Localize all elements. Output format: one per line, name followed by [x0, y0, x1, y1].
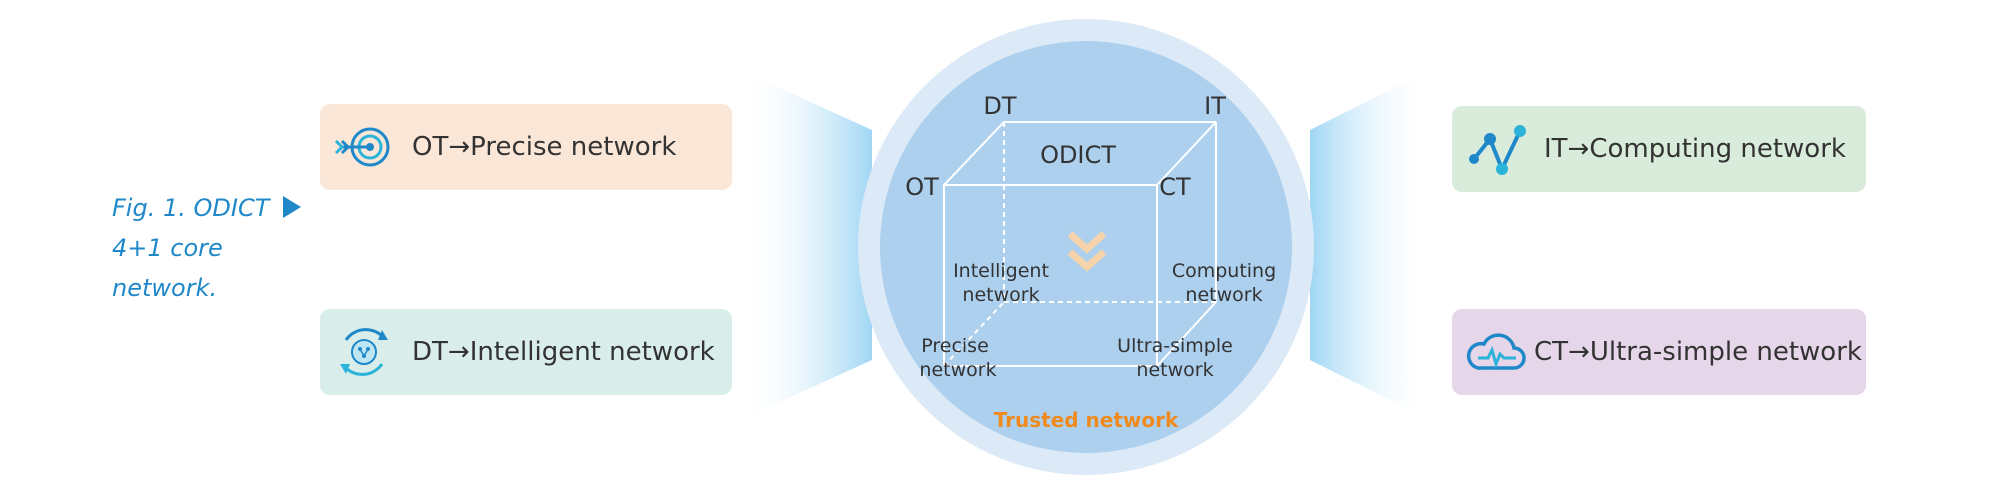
caption-line-3: network.	[112, 274, 218, 302]
pill-dt-intelligent-network: DT→Intelligent network	[320, 309, 732, 395]
cube-edges	[943, 121, 1217, 367]
left-beam	[740, 70, 872, 420]
pill-it-computing-network: IT→Computing network	[1452, 106, 1866, 192]
cube-title: ODICT	[1040, 141, 1116, 169]
target-icon	[334, 127, 390, 167]
corner-ot: OT	[905, 173, 939, 201]
corner-dt: DT	[983, 92, 1016, 120]
right-beam	[1310, 70, 1430, 420]
ultra-simple-network-line2: network	[1136, 359, 1213, 381]
pill-ct-ultra-simple-network: CT→Ultra-simple network	[1452, 309, 1866, 395]
corner-it: IT	[1204, 92, 1226, 120]
pill-ot-label: OT→Precise network	[412, 132, 677, 162]
computing-network-line1: Computing	[1172, 260, 1276, 282]
pill-it-label: IT→Computing network	[1544, 134, 1846, 164]
cloud-pulse-icon	[1466, 333, 1526, 370]
precise-network-line2: network	[919, 359, 996, 381]
cube-hidden-edges	[943, 122, 1216, 367]
caption-arrow-icon	[283, 196, 301, 218]
intelligent-network-line1: Intelligent	[953, 260, 1049, 282]
corner-ct: CT	[1159, 173, 1191, 201]
precise-network-line1: Precise	[921, 335, 989, 357]
pill-dt-label: DT→Intelligent network	[412, 337, 715, 367]
figure-caption: Fig. 1. ODICT 4+1 core network.	[112, 188, 312, 308]
pill-ct-label: CT→Ultra-simple network	[1534, 337, 1862, 367]
computing-network-line2: network	[1185, 284, 1262, 306]
chevron-down-icon	[1067, 231, 1107, 272]
intelligent-network-line2: network	[962, 284, 1039, 306]
trusted-network-label: Trusted network	[994, 408, 1179, 432]
pill-ot-precise-network: OT→Precise network	[320, 104, 732, 190]
caption-line-1: Fig. 1. ODICT	[112, 194, 270, 222]
ai-brain-cycle-icon	[340, 328, 388, 376]
node-graph-icon	[1469, 125, 1526, 175]
ultra-simple-network-line1: Ultra-simple	[1117, 335, 1233, 357]
caption-line-2: 4+1 core	[112, 234, 223, 262]
